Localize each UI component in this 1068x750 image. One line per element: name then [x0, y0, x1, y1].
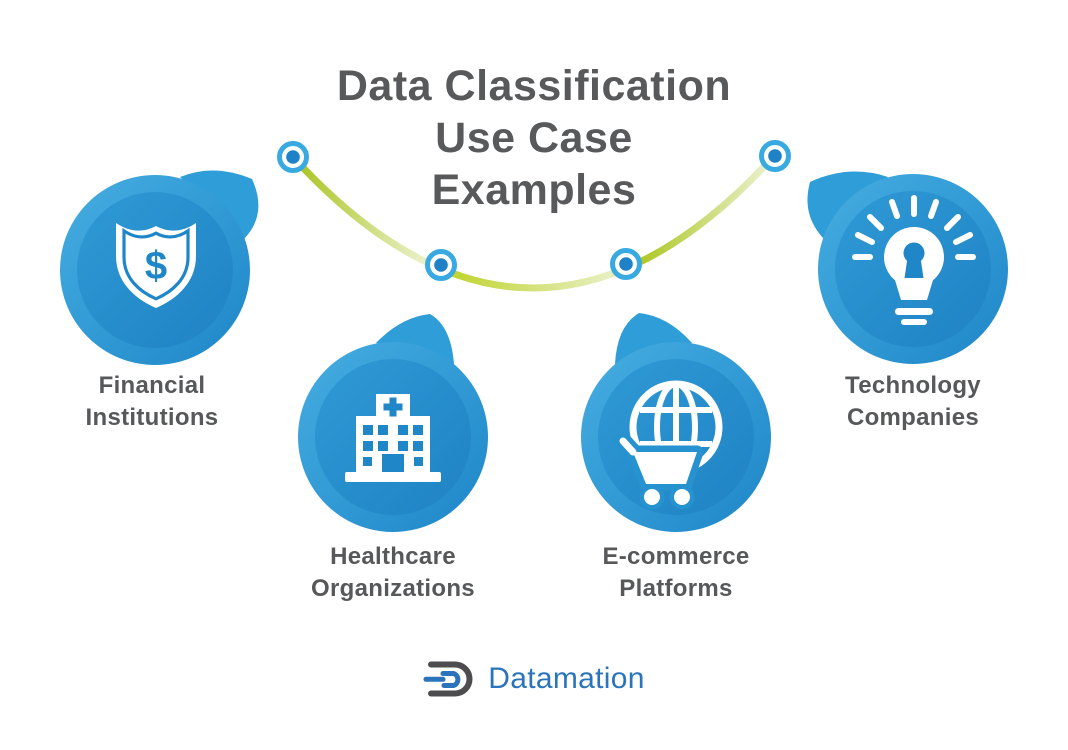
label-line: Organizations — [311, 575, 475, 602]
financial-bubble: $ — [60, 175, 250, 365]
label-line: Financial — [98, 372, 206, 399]
bulb-neck — [895, 280, 933, 300]
title-line-2: Use Case — [435, 114, 633, 162]
hospital-base — [345, 472, 441, 482]
ecommerce-bubble — [581, 342, 771, 532]
financial-institutions-label: Financial Institutions — [32, 370, 272, 434]
bulb-rays — [852, 195, 976, 260]
healthcare-bubble — [298, 342, 488, 532]
technology-bubble — [818, 174, 1008, 364]
hospital-door — [382, 454, 404, 472]
technology-companies-label: Technology Companies — [793, 370, 1033, 434]
hospital-cross — [383, 397, 403, 417]
lightbulb-icon — [852, 195, 976, 325]
shield-inner-line — [122, 227, 190, 301]
curve-node-4 — [759, 140, 791, 172]
curve-nodes — [277, 140, 791, 281]
ecommerce-bubble-tail — [615, 313, 692, 364]
shield-dollar-icon: $ — [116, 223, 196, 308]
globe-cart-icon — [614, 380, 723, 510]
cart-shape — [619, 437, 697, 505]
curve-node-3 — [610, 248, 642, 280]
dollar-symbol: $ — [145, 244, 167, 288]
bulb-base-bar-2 — [901, 319, 927, 325]
healthcare-organizations-label: Healthcare Organizations — [273, 541, 513, 605]
label-line: E-commerce — [602, 543, 750, 570]
bulb-keyhole — [903, 242, 925, 278]
label-line: Healthcare — [330, 543, 456, 570]
e-commerce-platforms-label: E-commerce Platforms — [556, 541, 796, 605]
page-title: Data Classification Use Case Examples — [0, 60, 1068, 216]
curve-node-2 — [425, 249, 457, 281]
label-line: Platforms — [619, 575, 733, 602]
connector-curve — [289, 151, 779, 292]
curve-node-1 — [277, 141, 309, 173]
title-line-3: Examples — [431, 166, 637, 214]
hospital-icon — [345, 394, 441, 482]
brand-name: Datamation — [488, 662, 645, 695]
title-line-1: Data Classification — [336, 62, 732, 110]
shopping-cart — [614, 432, 704, 510]
hospital-windows — [363, 425, 423, 466]
healthcare-bubble-tail — [376, 314, 454, 364]
label-line: Institutions — [85, 404, 219, 431]
bulb-base-bar-1 — [895, 308, 933, 315]
brand-logo: Datamation — [0, 653, 1068, 705]
label-line: Companies — [846, 404, 980, 431]
datamation-logo-icon — [423, 661, 473, 697]
label-line: Technology — [845, 372, 981, 399]
